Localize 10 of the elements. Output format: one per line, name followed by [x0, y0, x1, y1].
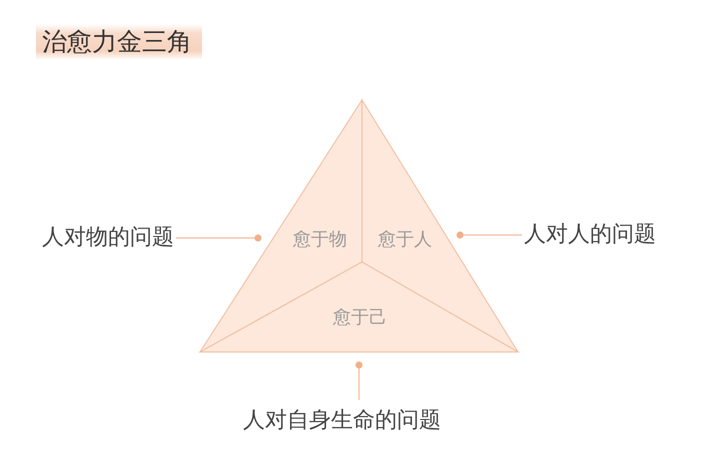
segment-label: 愈于物	[293, 230, 347, 250]
problem-label: 人对人的问题	[524, 224, 656, 246]
leader-line	[356, 362, 362, 400]
segment-label: 愈于己	[333, 308, 387, 328]
problem-label: 人对自身生命的问题	[243, 410, 441, 432]
title: 治愈力金三角	[36, 24, 202, 60]
problem-label: 人对物的问题	[42, 227, 174, 249]
leader-line	[456, 232, 522, 238]
segment-label: 愈于人	[378, 230, 432, 250]
leader-line	[176, 234, 262, 242]
